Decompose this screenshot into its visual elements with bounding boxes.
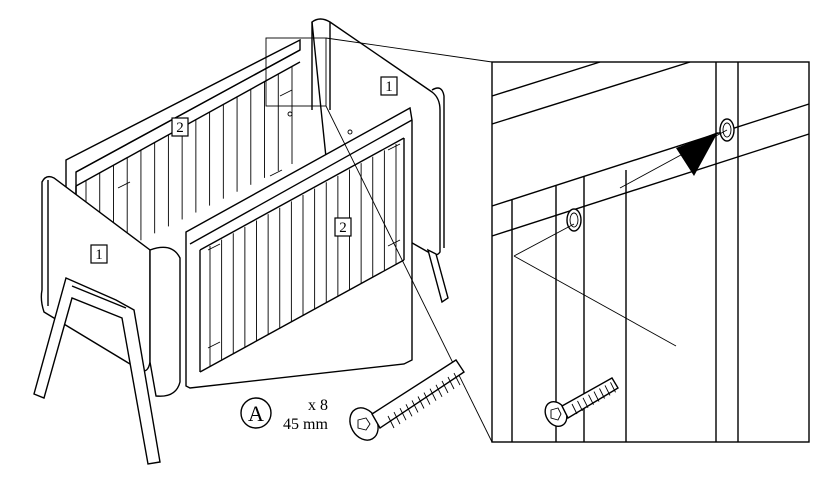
bolt-thread bbox=[429, 388, 437, 401]
bolt-thread bbox=[447, 376, 455, 390]
detail-callout-box bbox=[265, 37, 327, 107]
detail-hole-lower bbox=[566, 208, 582, 232]
front-side-rail bbox=[185, 106, 413, 389]
screw-thread bbox=[593, 391, 600, 402]
bolt-thread bbox=[399, 407, 407, 421]
hardware-item-a: A x 8 45 mm bbox=[240, 359, 465, 441]
svg-text:1: 1 bbox=[95, 247, 103, 263]
bolt-thread bbox=[423, 392, 431, 405]
crib-assembly: 1 2 1 2 bbox=[33, 18, 493, 465]
screw-thread bbox=[588, 394, 594, 405]
bolt-thread bbox=[411, 400, 419, 413]
screw-thread bbox=[582, 397, 589, 409]
front-end-panel bbox=[40, 175, 181, 397]
label-end-panel-front: 1 bbox=[90, 244, 108, 264]
screw-thread bbox=[610, 382, 616, 393]
svg-text:2: 2 bbox=[176, 120, 184, 136]
bolt-thread bbox=[405, 404, 413, 417]
svg-text:1: 1 bbox=[385, 79, 393, 95]
label-end-panel-back: 1 bbox=[380, 76, 398, 96]
screw-thread bbox=[577, 400, 583, 412]
callout-leader-top bbox=[325, 37, 493, 63]
svg-text:2: 2 bbox=[339, 220, 347, 236]
callout-leader-bottom bbox=[325, 105, 493, 443]
front-legs bbox=[33, 277, 161, 465]
bolt-thread bbox=[453, 372, 461, 386]
hardware-quantity: x 8 bbox=[308, 397, 328, 414]
bolt-thread bbox=[441, 380, 449, 394]
detail-view bbox=[491, 61, 810, 443]
screw-thread bbox=[604, 385, 611, 396]
bolt-icon bbox=[349, 359, 465, 441]
front-rail-slats bbox=[209, 144, 397, 366]
detail-screw-icon bbox=[544, 377, 619, 428]
hardware-letter-circle bbox=[240, 397, 272, 429]
bolt-thread bbox=[417, 396, 425, 409]
bolt-thread bbox=[387, 415, 395, 429]
label-side-rail-back: 2 bbox=[171, 117, 189, 137]
screw-thread bbox=[571, 403, 578, 415]
detail-slats bbox=[511, 62, 739, 442]
detail-frame bbox=[491, 61, 810, 443]
hardware-letter: A bbox=[248, 401, 264, 426]
bolt-thread bbox=[435, 384, 443, 398]
hardware-length: 45 mm bbox=[283, 416, 328, 433]
bolt-thread bbox=[393, 411, 401, 425]
insert-arrow-icon bbox=[676, 132, 718, 176]
label-side-rail-front: 2 bbox=[334, 217, 352, 237]
screw-thread bbox=[599, 388, 605, 399]
